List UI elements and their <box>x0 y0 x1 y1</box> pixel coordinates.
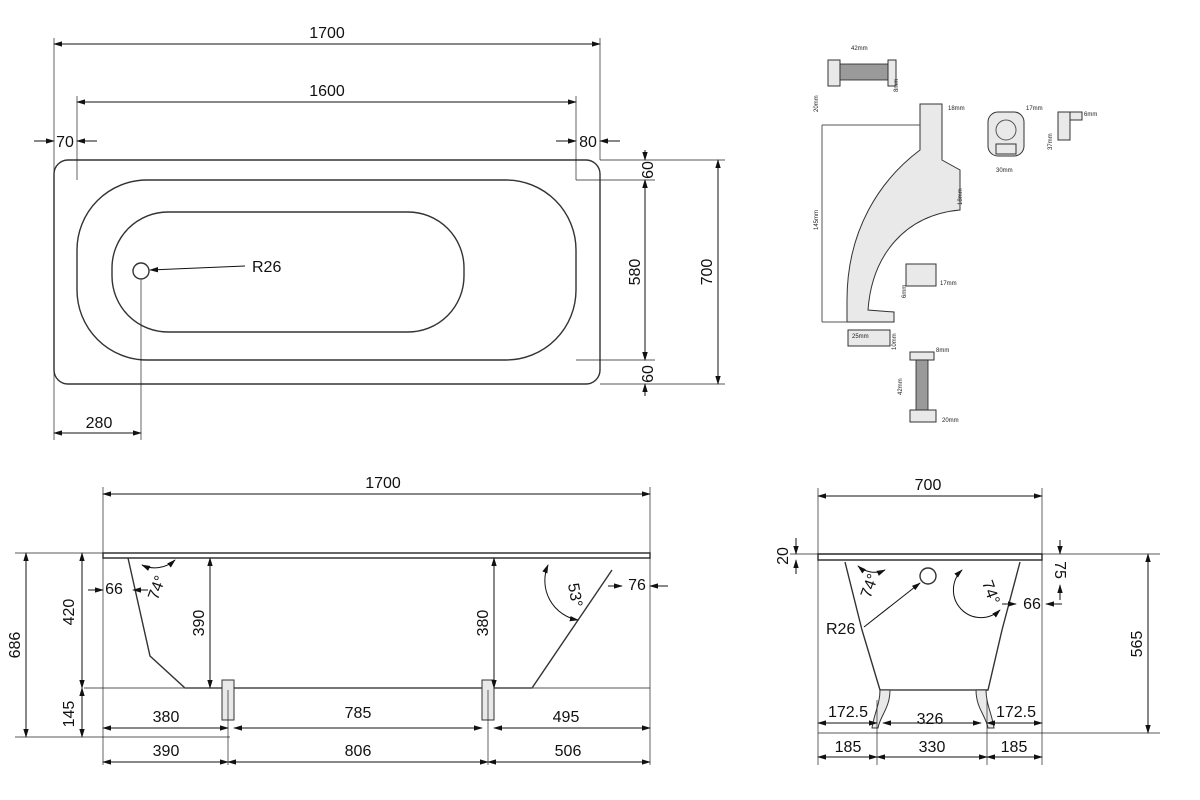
bracket-label-16: 6mm <box>1084 112 1097 118</box>
end-rim-outline <box>817 553 1043 561</box>
bracket-label-8: 6mm <box>902 285 908 298</box>
dim-inner-width: 580 <box>627 259 644 286</box>
bracket-label-11: 8mm <box>936 348 949 354</box>
side-dim-total-height: 686 <box>7 632 24 659</box>
bracket-label-9: 25mm <box>852 334 869 340</box>
end-dim-height: 565 <box>1129 631 1146 658</box>
dim-drain-offset: 280 <box>86 415 113 432</box>
tub-inner-outline <box>76 179 577 361</box>
end-dim-width: 700 <box>915 477 942 494</box>
end-right-angle: 74° <box>978 578 1002 607</box>
end-dim-rim-offset: 75 <box>1051 561 1068 579</box>
side-right-slope-offset: 76 <box>628 577 646 594</box>
tub-floor-outline <box>111 211 465 333</box>
bracket-label-17: 37mm <box>1048 133 1054 150</box>
end-drain-radius: R26 <box>826 621 855 638</box>
end-bottom-row-1: 185 <box>835 739 862 756</box>
bracket-label-13: 20mm <box>942 418 959 424</box>
side-view: 1700 686 420 145 390 380 74° 66 53° 76 3 <box>7 475 668 765</box>
side-left-slope-offset: 66 <box>105 581 123 598</box>
bracket-label-14: 17mm <box>1026 106 1043 112</box>
bracket-label-7: 17mm <box>940 281 957 287</box>
bracket-detail: 42mm 8mm 20mm 18mm 145mm 18mm 17mm 6mm 2… <box>814 46 1097 424</box>
bracket-label-6: 18mm <box>958 188 964 205</box>
bracket-label-4: 18mm <box>948 106 965 112</box>
dim-right-rim: 80 <box>579 134 597 151</box>
dim-inner-length: 1600 <box>309 83 345 100</box>
side-bottom-row-1: 390 <box>153 743 180 760</box>
side-right-angle: 53° <box>564 582 585 609</box>
bracket-label-12: 42mm <box>898 378 904 395</box>
bracket-label-5: 145mm <box>814 210 820 230</box>
end-left-angle: 74° <box>858 572 882 601</box>
end-dim-rim-thickness: 20 <box>775 547 792 565</box>
dim-left-rim: 70 <box>56 134 74 151</box>
side-left-angle: 74° <box>145 574 169 603</box>
dim-overall-width: 700 <box>699 259 716 286</box>
side-dim-length: 1700 <box>365 475 401 492</box>
dim-top-rim: 60 <box>640 161 657 179</box>
end-top-row-2: 326 <box>917 711 944 728</box>
bracket-label-3: 20mm <box>814 95 820 112</box>
tub-outer-outline <box>53 159 601 385</box>
side-rim-outline <box>102 552 651 559</box>
top-view: 1700 1600 70 80 60 580 60 700 280 R26 <box>34 25 725 440</box>
side-dim-left-depth: 390 <box>191 610 208 637</box>
side-dim-right-depth: 380 <box>475 610 492 637</box>
end-slope-offset: 66 <box>1023 596 1041 613</box>
end-top-row-3: 172.5 <box>996 704 1036 721</box>
dim-drain-radius: R26 <box>252 259 281 276</box>
side-dim-foot-height: 145 <box>61 701 78 728</box>
end-top-row-1: 172.5 <box>828 704 868 721</box>
end-bottom-row-3: 185 <box>1001 739 1028 756</box>
end-bottom-row-2: 330 <box>919 739 946 756</box>
side-bottom-row-3: 506 <box>555 743 582 760</box>
side-top-row-2: 785 <box>345 705 372 722</box>
side-top-row-1: 380 <box>153 709 180 726</box>
end-view: 700 20 75 565 74° 74° 66 R26 172.5 326 1… <box>775 477 1160 765</box>
side-bottom-row-2: 806 <box>345 743 372 760</box>
bracket-label-10: 10mm <box>892 333 898 350</box>
bracket-label-2: 8mm <box>894 79 900 92</box>
side-top-row-3: 495 <box>553 709 580 726</box>
side-dim-body-height: 420 <box>61 599 78 626</box>
support-bracket-shape <box>846 103 961 323</box>
bracket-label-1: 42mm <box>851 46 868 52</box>
dim-bottom-rim: 60 <box>640 365 657 383</box>
bracket-label-15: 30mm <box>996 168 1013 174</box>
drain-circle <box>132 262 150 280</box>
dim-overall-length: 1700 <box>309 25 345 42</box>
